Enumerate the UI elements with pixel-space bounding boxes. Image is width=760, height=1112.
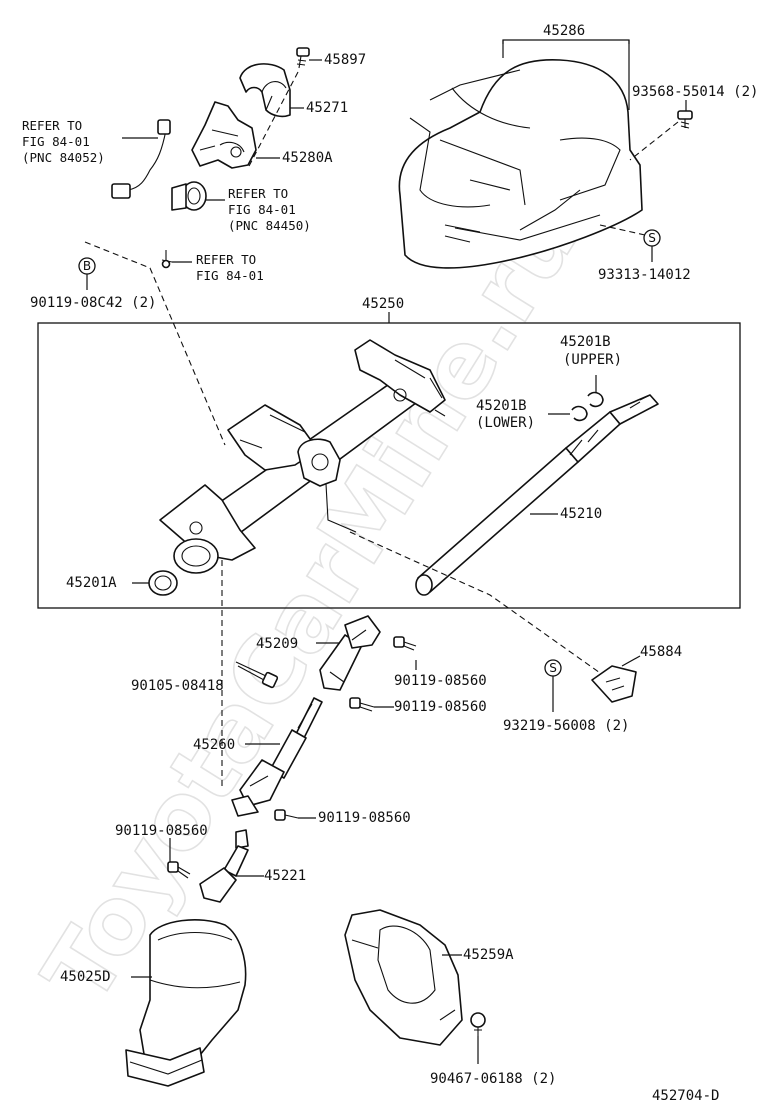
bushing-45201A (148, 570, 178, 596)
callout-90119-d: 90119-08560 (115, 823, 208, 839)
screw-ref-84-01 (161, 250, 173, 269)
callout-45280A: 45280A (282, 150, 333, 166)
ref-line-1c: (PNC 84052) (22, 150, 105, 165)
callout-45271: 45271 (306, 100, 348, 116)
callout-45201B-upper-tag: (UPPER) (563, 352, 622, 368)
callout-90119-a: 90119-08560 (394, 673, 487, 689)
callout-45286: 45286 (543, 23, 585, 39)
clip-45201B-upper (587, 391, 604, 408)
screw-93568 (677, 110, 693, 129)
ref-line-3a: REFER TO (196, 252, 256, 267)
svg-text:S: S (648, 231, 656, 245)
clip-45201B-lower (571, 405, 588, 422)
callout-93568: 93568-55014 (2) (632, 84, 758, 100)
ref-line-2b: FIG 84-01 (228, 202, 296, 217)
ref-line-1a: REFER TO (22, 118, 82, 133)
callout-45025D: 45025D (60, 969, 111, 985)
watermark: ToyotaCarMine.ru (23, 189, 598, 1021)
bolt-90119-a (393, 636, 417, 651)
ref-line-2c: (PNC 84450) (228, 218, 311, 233)
ref-line-3b: FIG 84-01 (196, 268, 264, 283)
intermediate-shaft-45260 (231, 697, 323, 817)
callout-45201B-upper: 45201B (560, 334, 611, 350)
callout-93219: 93219-56008 (2) (503, 718, 629, 734)
callout-45259A: 45259A (463, 947, 514, 963)
callout-45201B-lower-tag: (LOWER) (476, 415, 535, 431)
callout-45221: 45221 (264, 868, 306, 884)
callout-45250: 45250 (362, 296, 404, 312)
bolt-90119-d (167, 861, 191, 879)
ref-line-2a: REFER TO (228, 186, 288, 201)
key-cylinder-84450 (171, 181, 207, 211)
clamp-45271 (239, 63, 291, 118)
callout-90119-08C42: 90119-08C42 (2) (30, 295, 156, 311)
lower-column-cover-45259A (344, 909, 463, 1046)
svg-text:B: B (83, 259, 91, 273)
svg-text:S: S (549, 661, 557, 675)
lock-housing-45280A (191, 101, 257, 169)
steering-column-tube-45250 (159, 339, 446, 574)
column-boot-45025D (125, 919, 247, 1087)
callout-45210: 45210 (560, 506, 602, 522)
bolt-90119-c (274, 809, 299, 821)
bolt-90119-b (349, 697, 375, 712)
callout-45260: 45260 (193, 737, 235, 753)
main-shaft-45210 (415, 394, 659, 596)
callout-90105: 90105-08418 (131, 678, 224, 694)
upper-column-cover-45286 (398, 59, 643, 269)
diagram-code: 452704-D (652, 1088, 719, 1104)
bracket-45286 (502, 39, 630, 44)
ref-line-1b: FIG 84-01 (22, 134, 90, 149)
universal-joint-45209 (319, 615, 381, 691)
lower-shaft-45221 (199, 829, 249, 903)
column-assembly-box-45250 (37, 322, 741, 609)
callout-45201A: 45201A (66, 575, 117, 591)
callout-90119-b: 90119-08560 (394, 699, 487, 715)
screw-45897 (296, 47, 310, 69)
callout-45201B-lower: 45201B (476, 398, 527, 414)
callout-90467: 90467-06188 (2) (430, 1071, 556, 1087)
callout-45897: 45897 (324, 52, 366, 68)
bolt-90105 (235, 661, 279, 689)
callout-45884: 45884 (640, 644, 682, 660)
clip-90467 (470, 1012, 486, 1036)
callout-45209: 45209 (256, 636, 298, 652)
switch-harness-84052 (111, 119, 171, 199)
cap-45884 (591, 665, 637, 703)
callout-93313: 93313-14012 (598, 267, 691, 283)
callout-90119-c: 90119-08560 (318, 810, 411, 826)
